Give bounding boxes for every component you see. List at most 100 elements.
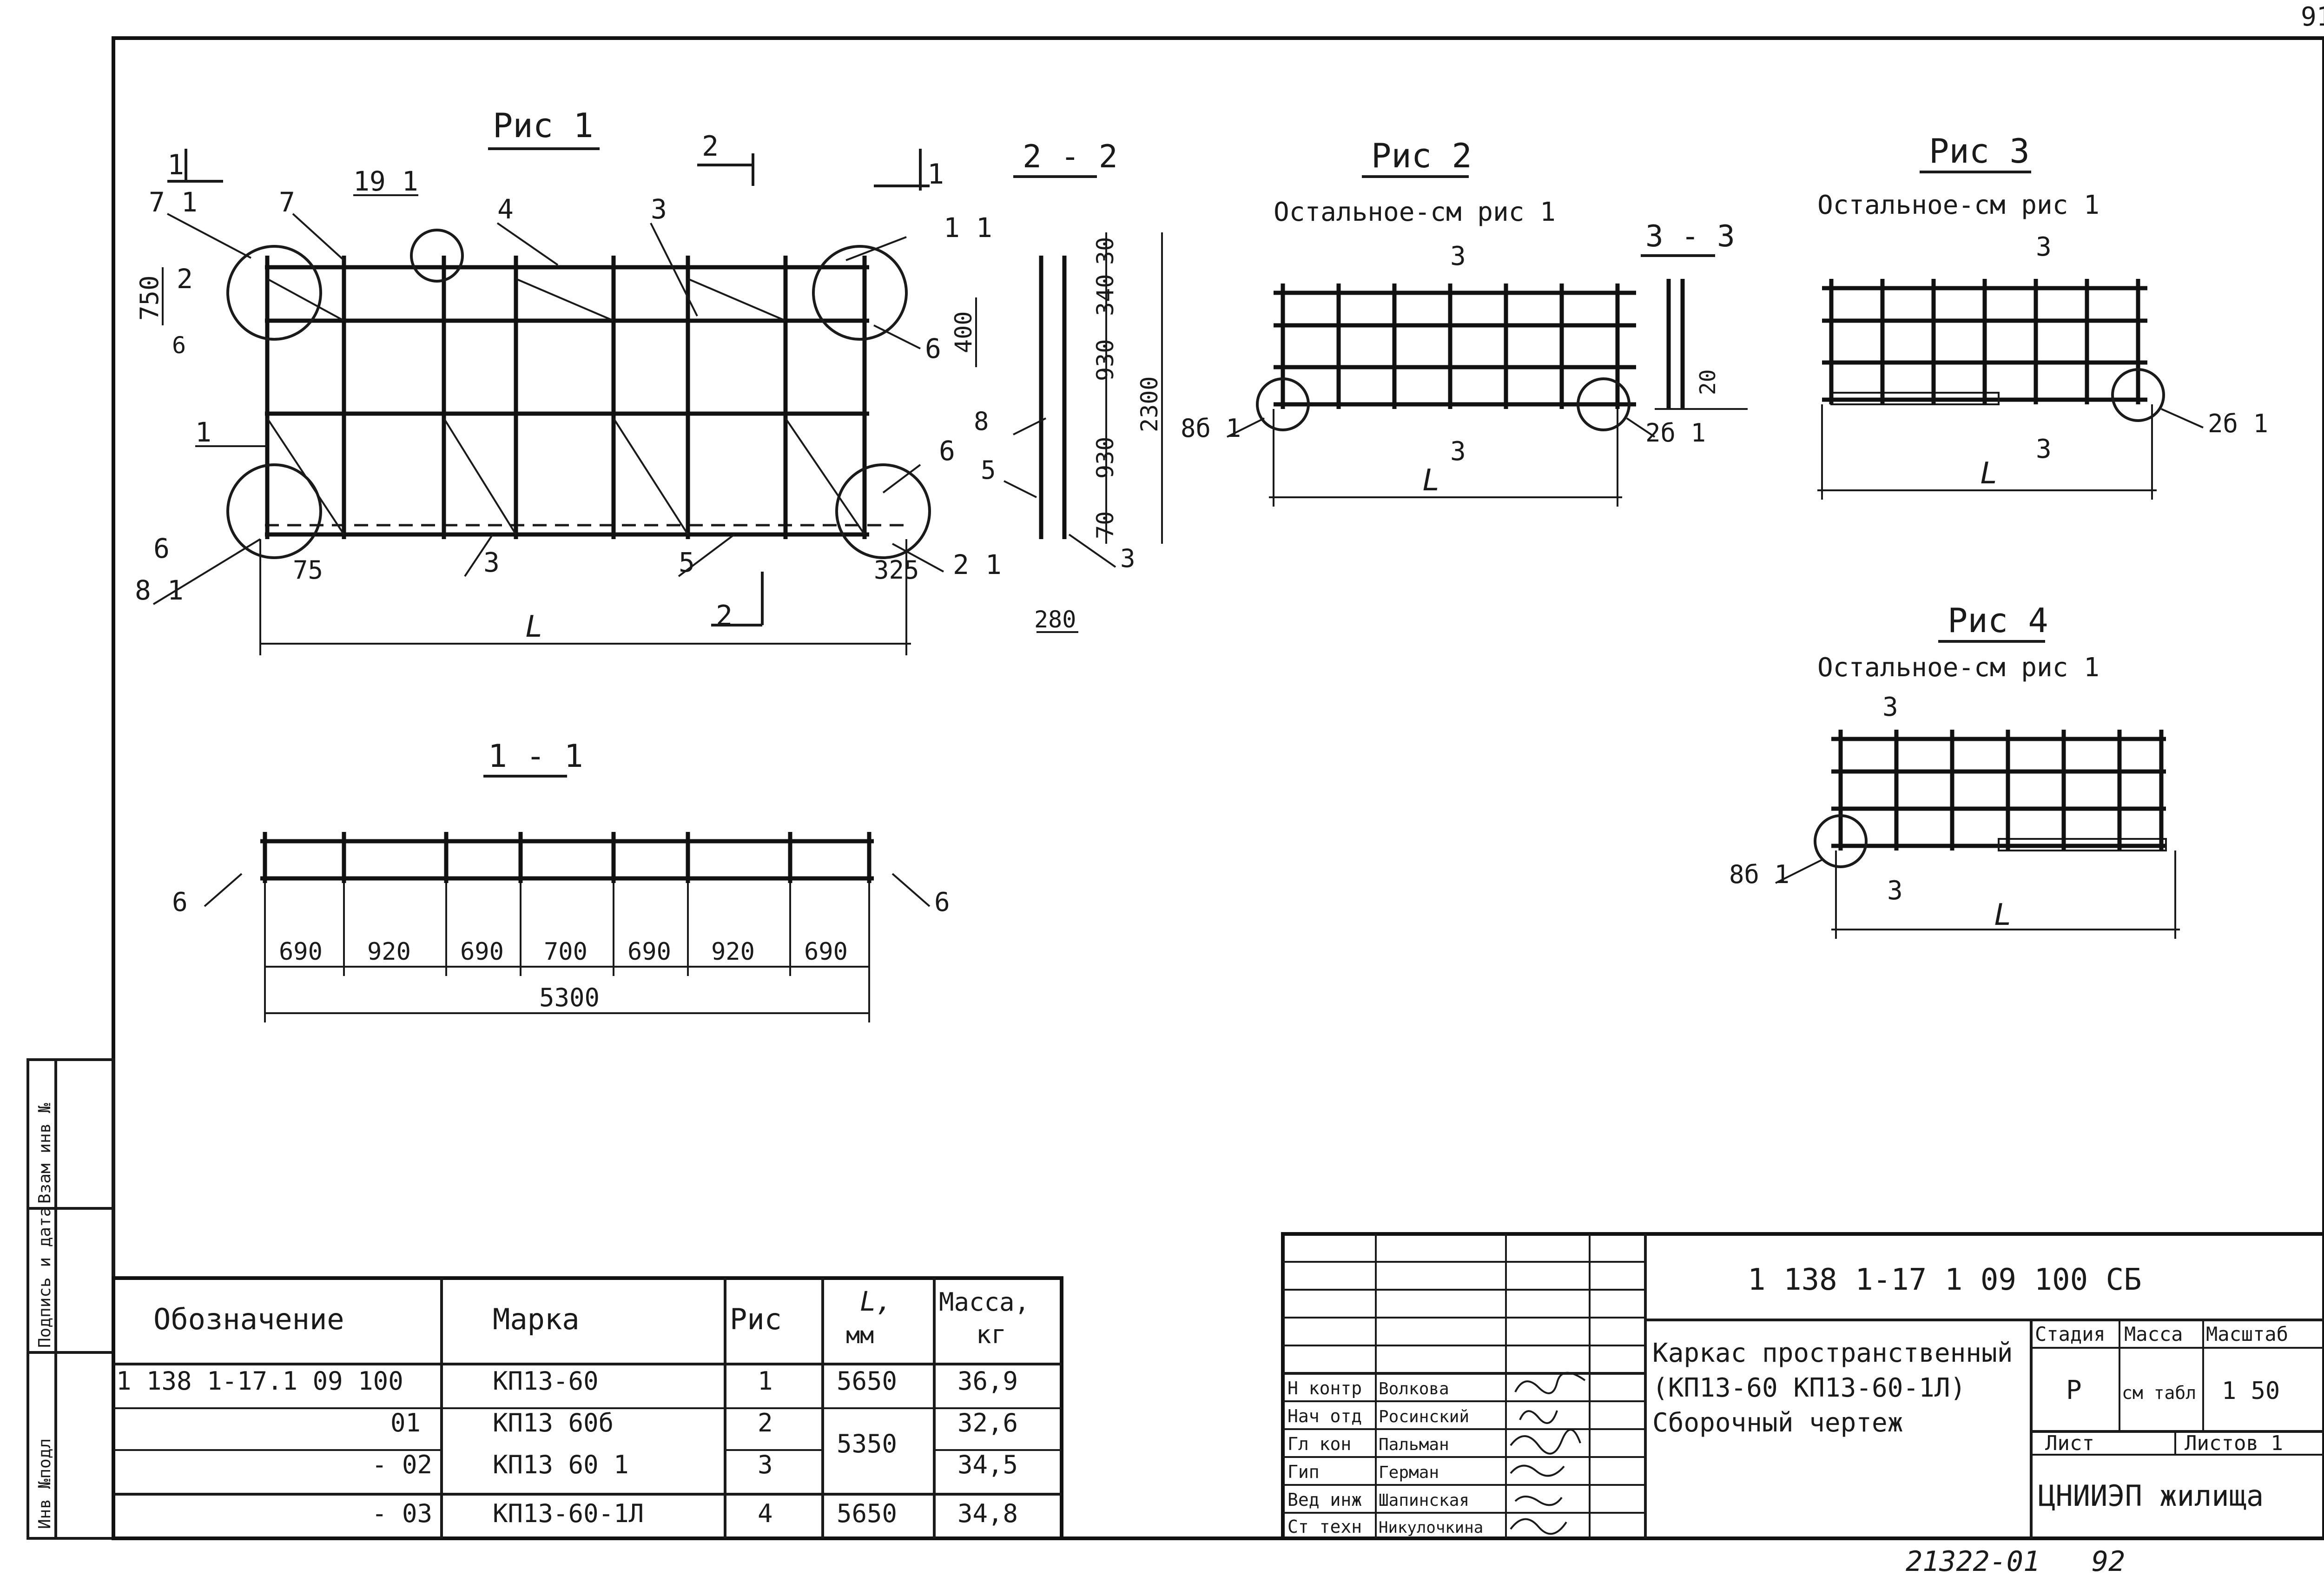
- title-name-2: Росинский: [1379, 1407, 1469, 1426]
- spec-row4-mark: КП13-60-1Л: [493, 1499, 644, 1528]
- spec-row2-mass: 32,6: [957, 1408, 1018, 1438]
- spec-header-mass: Масса,: [939, 1287, 1030, 1317]
- sec22-dim-930a: 930: [1092, 339, 1119, 381]
- title-role-4: Гип: [1287, 1462, 1320, 1482]
- signature-4: [1510, 1464, 1565, 1477]
- section-2-2: 2 - 2 30 340 400 930 930 70 2300 280 8 5…: [950, 138, 1163, 633]
- figure-ris1: Рис 1 1 1 2 2: [135, 106, 1002, 655]
- title-code: 1 138 1-17 1 09 100 СБ: [1748, 1263, 2142, 1297]
- ris2-cut3-top: 3: [1450, 241, 1466, 271]
- footer-page-number: 92: [2092, 1545, 2125, 1576]
- spec-header-fig: Рис: [730, 1302, 782, 1336]
- section-11-title: 1 - 1: [488, 738, 583, 775]
- ris3-note: Остальное-см рис 1: [1817, 190, 2100, 220]
- spec-header-mass-unit: кг: [976, 1320, 1006, 1349]
- ris1-dim-750: 750: [135, 275, 164, 321]
- title-org: ЦНИИЭП жилища: [2038, 1479, 2264, 1513]
- spec-header-designation: Обозначение: [153, 1302, 344, 1336]
- spec-header-length: L,: [860, 1286, 892, 1317]
- sec22-dim-2300: 2300: [1136, 376, 1163, 432]
- spec-row3-fig: 3: [758, 1450, 773, 1479]
- spec-row1-fig: 1: [758, 1366, 773, 1396]
- spec-row1-length: 5650: [837, 1366, 897, 1396]
- sec11-span-7: 690: [804, 938, 848, 966]
- ris2-title: Рис 2: [1371, 136, 1472, 175]
- ris4-cut3-bottom: 3: [1887, 876, 1903, 906]
- spec-row2-mark: КП13 60б: [493, 1408, 614, 1438]
- title-name-1: Волкова: [1379, 1379, 1449, 1398]
- signature-5: [1514, 1496, 1563, 1506]
- ris1-dim-75: 75: [293, 555, 323, 585]
- ris1-label-4: 4: [497, 193, 514, 225]
- title-name-4: Герман: [1379, 1463, 1439, 1482]
- sec22-dim-30: 30: [1092, 237, 1119, 265]
- ris1-label-6b: 6: [172, 332, 186, 359]
- ris3-cut3-top: 3: [2036, 232, 2052, 262]
- spec-table: Обозначение Марка Рис L, мм Масса, кг 1 …: [112, 1276, 1063, 1540]
- spec-row3-mark: КП13 60 1: [493, 1450, 629, 1479]
- ris4-label-861: 8б 1: [1729, 860, 1789, 889]
- spec-row2-fig: 2: [758, 1408, 773, 1438]
- spec-row4-designation: - 03: [372, 1499, 432, 1528]
- title-scale: 1 50: [2222, 1377, 2280, 1405]
- title-role-1: Н контр: [1287, 1378, 1362, 1398]
- ris1-label-2: 2: [177, 263, 193, 295]
- title-role-2: Нач отд: [1287, 1406, 1362, 1426]
- spec-row1-mass: 36,9: [957, 1366, 1018, 1396]
- spec-row4-length: 5650: [837, 1499, 897, 1528]
- ris2-label-861: 8б 1: [1181, 414, 1241, 443]
- ris1-cut2-top: 2: [702, 130, 719, 163]
- section-22-title: 2 - 2: [1023, 138, 1118, 175]
- ris1-label-5: 5: [679, 547, 695, 578]
- spec-row2-designation: 01: [390, 1408, 421, 1438]
- section-3-3: 3 - 3 20: [1641, 219, 1748, 410]
- title-role-3: Гл кон: [1287, 1434, 1351, 1454]
- ris1-label-3b: 3: [483, 547, 500, 578]
- sec11-mark-left: 6: [172, 887, 188, 917]
- sec22-dim-70: 70: [1092, 511, 1119, 539]
- spec-row1-mark: КП13-60: [493, 1366, 599, 1396]
- spec-header-mark: Марка: [493, 1302, 580, 1336]
- ris1-label-191: 19 1: [353, 165, 418, 197]
- ris1-label-71: 7 1: [149, 186, 198, 218]
- title-line1: Каркас пространственный: [1652, 1338, 2013, 1368]
- spec-row4-fig: 4: [758, 1499, 773, 1528]
- ris3-dim-L: L: [1980, 456, 1998, 491]
- ris1-label-21: 2 1: [953, 549, 1002, 580]
- title-name-6: Никулочкина: [1379, 1518, 1483, 1537]
- ris2-note: Остальное-см рис 1: [1274, 197, 1556, 227]
- figure-ris4: Рис 4 Остальное-см рис 1 3 8б 1 3 L: [1729, 601, 2180, 939]
- spec-row1-designation: 1 138 1-17.1 09 100: [116, 1366, 403, 1396]
- ris4-note: Остальное-см рис 1: [1817, 653, 2100, 683]
- title-scale-header: Масштаб: [2206, 1323, 2288, 1345]
- title-block: 1 138 1-17 1 09 100 СБ Каркас пространст…: [1281, 1232, 2324, 1540]
- signature-1: [1514, 1372, 1586, 1394]
- section-1-1: 1 - 1 6 6 690 920 690 700 690 920 690 53…: [172, 738, 950, 1022]
- title-name-3: Пальман: [1379, 1435, 1449, 1454]
- signature-2: [1519, 1410, 1558, 1424]
- title-stage: Р: [2066, 1375, 2082, 1405]
- title-stage-header: Стадия: [2035, 1323, 2106, 1345]
- sec22-label-8: 8: [974, 407, 989, 436]
- title-line2: (КП13-60 КП13-60-1Л): [1652, 1373, 1966, 1403]
- signature-3: [1510, 1429, 1581, 1455]
- sec22-dim-340: 340: [1092, 274, 1119, 316]
- sec11-span-2: 920: [367, 938, 411, 966]
- ris1-label-6c: 6: [939, 435, 955, 467]
- sec22-dim-280: 280: [1034, 606, 1076, 633]
- ris3-cut3-bottom: 3: [2036, 434, 2052, 464]
- ris1-label-6d: 6: [153, 533, 170, 564]
- ris4-dim-L: L: [1994, 898, 2012, 932]
- title-mass: см табл: [2122, 1383, 2196, 1403]
- sec22-label-5: 5: [981, 455, 996, 485]
- ris1-label-11: 1 1: [944, 212, 992, 244]
- ris1-cut2-bottom: 2: [716, 600, 733, 632]
- spec-header-length-unit: мм: [846, 1322, 874, 1349]
- ris1-label-81: 8 1: [135, 574, 184, 606]
- sec22-label-3: 3: [1120, 544, 1136, 573]
- ris1-dim-325: 325: [874, 555, 919, 585]
- ris1-cut1-right: 1: [927, 158, 944, 191]
- title-mass-header: Масса: [2124, 1323, 2183, 1345]
- ris2-cut3-bottom: 3: [1450, 436, 1466, 467]
